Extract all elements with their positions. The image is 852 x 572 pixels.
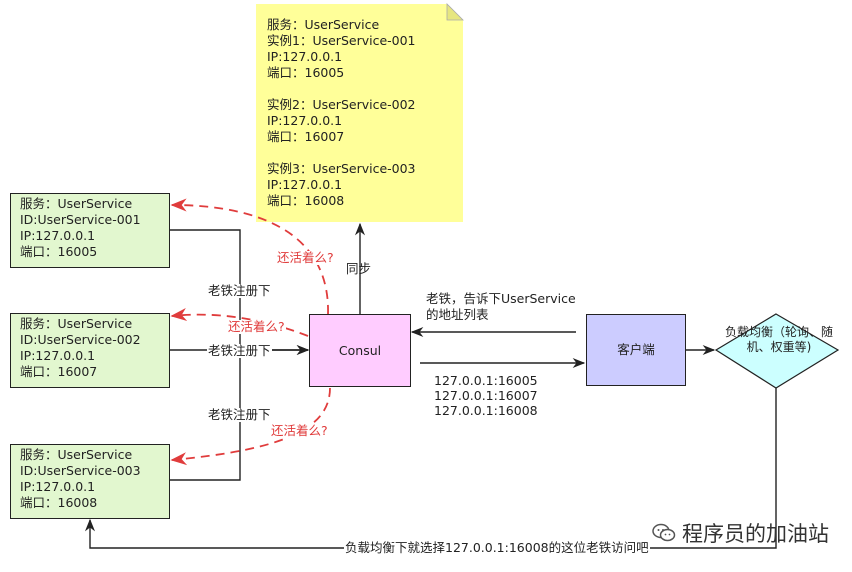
service-3-line: ID:UserService-003 bbox=[20, 463, 141, 478]
service-1-line: 服务：UserService bbox=[20, 196, 133, 211]
wechat-icon bbox=[652, 523, 676, 542]
service-2-line: 端口：16007 bbox=[20, 364, 98, 379]
note-line: 端口：16007 bbox=[267, 129, 345, 144]
note-line: IP:127.0.0.1 bbox=[267, 113, 343, 128]
consul-label: Consul bbox=[338, 342, 382, 358]
service-1-line: IP:127.0.0.1 bbox=[20, 228, 96, 243]
service-2-line: IP:127.0.0.1 bbox=[20, 348, 96, 363]
service-box-2: 服务：UserService ID:UserService-002 IP:127… bbox=[10, 313, 170, 388]
note-line: 实例3：UserService-003 bbox=[267, 161, 416, 176]
service-box-1: 服务：UserService ID:UserService-001 IP:127… bbox=[10, 193, 170, 268]
note-gap bbox=[267, 81, 463, 97]
note-line: IP:127.0.0.1 bbox=[267, 49, 343, 64]
response-line-1: 127.0.0.1:16005 bbox=[434, 373, 538, 388]
alive-label-3: 还活着么? bbox=[270, 423, 329, 438]
response-line-2: 127.0.0.1:16007 bbox=[434, 388, 538, 403]
watermark-text: 程序员的加油站 bbox=[682, 522, 829, 546]
request-label-line2: 的地址列表 bbox=[426, 307, 489, 322]
note-line: 端口：16005 bbox=[267, 65, 345, 80]
service-3-line: 服务：UserService bbox=[20, 447, 133, 462]
service-3-line: 端口：16008 bbox=[20, 495, 98, 510]
loadbalancer-label: 负载均衡（轮询、随机、权重等) bbox=[724, 325, 833, 354]
service-1-line: 端口：16005 bbox=[20, 244, 98, 259]
service-1-line: ID:UserService-001 bbox=[20, 212, 141, 227]
register-arrow-3 bbox=[170, 350, 241, 481]
note-shape bbox=[256, 4, 463, 222]
alive-label-2: 还活着么? bbox=[227, 319, 286, 334]
alive-arrow-1 bbox=[170, 198, 329, 315]
note-line: 服务：UserService bbox=[267, 17, 380, 32]
service-box-3: 服务：UserService ID:UserService-003 IP:127… bbox=[10, 444, 170, 519]
note-gap bbox=[267, 145, 463, 161]
watermark: 程序员的加油站 bbox=[652, 518, 829, 548]
client-label: 客户端 bbox=[617, 342, 655, 357]
service-3-line: IP:127.0.0.1 bbox=[20, 479, 96, 494]
request-label-line1: 老铁，告诉下UserService bbox=[426, 291, 576, 306]
service-2-line: ID:UserService-002 bbox=[20, 332, 141, 347]
note-line: IP:127.0.0.1 bbox=[267, 177, 343, 192]
service-2-line: 服务：UserService bbox=[20, 316, 133, 331]
note-line: 端口：16008 bbox=[267, 193, 345, 208]
note-fold bbox=[446, 3, 464, 21]
note-line: 实例2：UserService-002 bbox=[267, 97, 416, 112]
sync-label: 同步 bbox=[346, 261, 372, 276]
register-label-2: 老铁注册下 bbox=[207, 343, 272, 358]
register-label-1: 老铁注册下 bbox=[207, 283, 272, 298]
consul-box: Consul bbox=[309, 314, 411, 387]
register-label-3: 老铁注册下 bbox=[207, 407, 272, 422]
client-box: 客户端 bbox=[586, 314, 686, 386]
bottom-label: 负载均衡下就选择127.0.0.1:16008的这位老铁访问吧 bbox=[344, 540, 650, 555]
note-line: 实例1：UserService-001 bbox=[267, 33, 416, 48]
alive-label-1: 还活着么? bbox=[276, 250, 335, 265]
response-line-3: 127.0.0.1:16008 bbox=[434, 403, 538, 418]
